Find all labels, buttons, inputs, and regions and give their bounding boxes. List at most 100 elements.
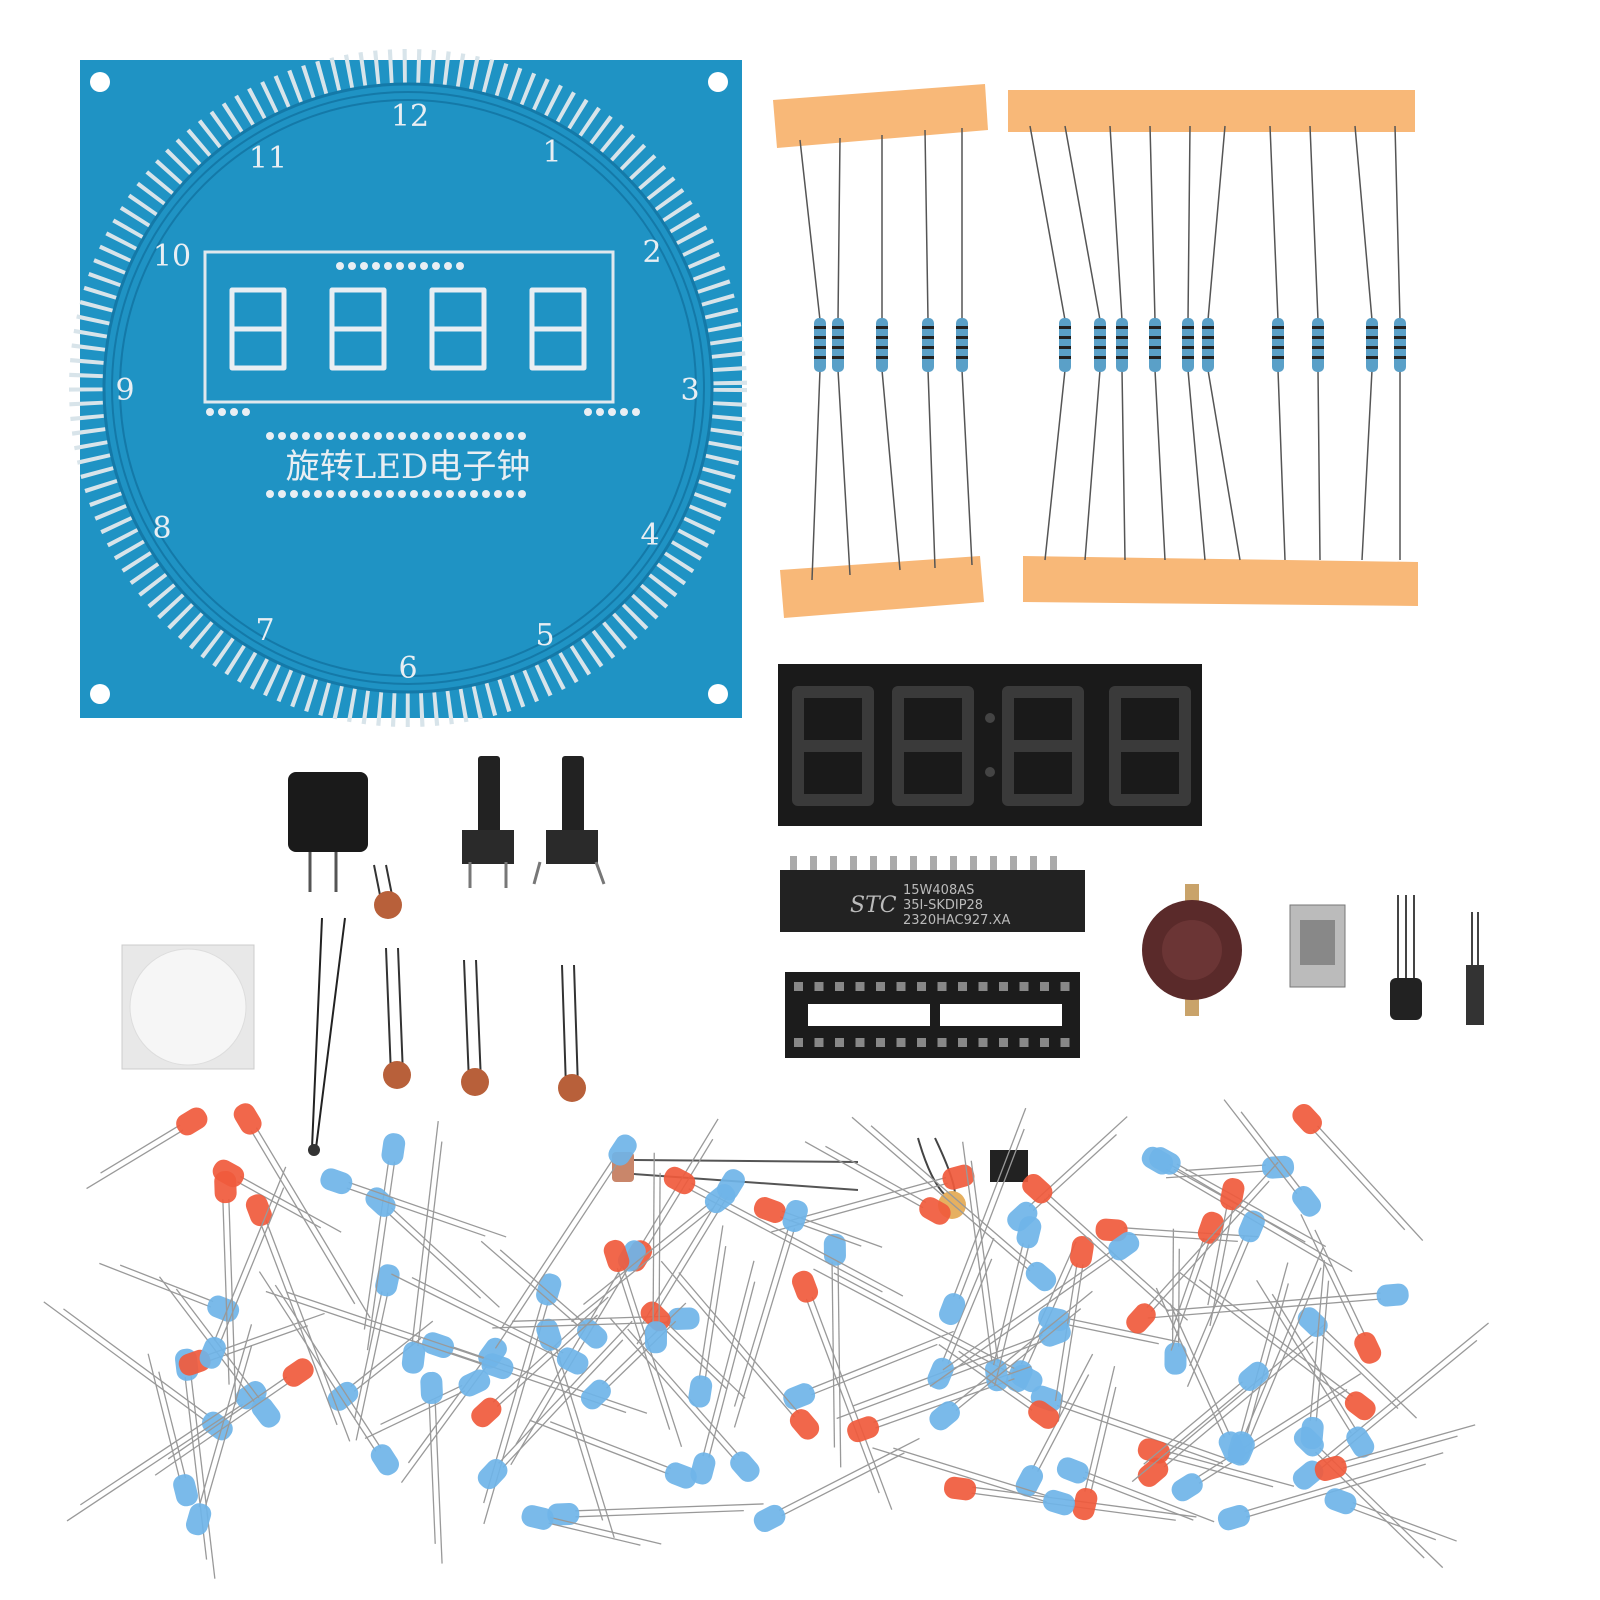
led-lead [1155,1287,1225,1438]
usb-connector [1289,904,1346,988]
solder-pad [432,262,440,270]
led-body [1108,1231,1140,1261]
red-led [791,1270,893,1510]
led-body [1238,1210,1265,1243]
red-led [233,1103,371,1319]
led-lead [1350,1507,1437,1541]
led-lead [158,1371,187,1479]
blue-led [363,1133,406,1351]
socket-pin [999,1038,1008,1047]
ceramic-capacitor [558,1074,586,1102]
solder-pad [456,262,464,270]
led-lead [1256,1279,1352,1434]
socket-pin [876,1038,885,1047]
resistor-band [1272,336,1284,339]
led-lead [286,1291,488,1361]
resistor-band [922,326,934,329]
led-body [1137,1438,1170,1464]
blue-led [175,1348,216,1579]
chip-pin [950,856,957,872]
resistor-lead [1269,125,1286,561]
led-lead [265,1290,486,1366]
led-lead [1163,1341,1314,1468]
blue-led [1227,1262,1289,1464]
led-body [939,1293,966,1326]
solder-pad [278,432,286,440]
solder-pad [242,408,250,416]
led-lead [222,1199,230,1385]
led-body [919,1197,951,1225]
led-lead [167,1376,287,1460]
led-lead [1179,1271,1350,1402]
blue-led [1147,1283,1409,1319]
solder-pad [608,408,616,416]
socket-pin [1040,982,1049,991]
led-body [608,1134,637,1166]
resistor-band [1272,326,1284,329]
solder-pad [470,490,478,498]
led-lead [1058,1399,1244,1466]
led-body [320,1168,353,1195]
solder-pad [338,490,346,498]
led-body [1171,1473,1203,1502]
blue-led [927,1237,995,1390]
resistor-band [1094,346,1106,349]
blue-led [733,1199,808,1428]
solder-pad [398,432,406,440]
resistor-strip-small [773,84,988,618]
led-body [1297,1307,1328,1337]
led-lead [825,1145,927,1204]
resistor-band [1116,346,1128,349]
led-lead [386,1211,482,1299]
eeprom-chip [990,1150,1028,1182]
led-lead [198,1324,253,1508]
led-lead [259,1222,338,1426]
resistor-lead [1064,125,1101,561]
resistor-band [1394,356,1406,359]
blue-led [929,1231,1140,1387]
led-body [1300,1416,1324,1450]
solder-pad [494,490,502,498]
led-lead [778,1437,920,1511]
resistor-band [1149,356,1161,359]
led-lead [496,1314,598,1408]
led-lead [548,1522,641,1546]
solder-pad [374,432,382,440]
solder-pad [374,490,382,498]
led-body [782,1199,808,1233]
ic-socket [785,972,1080,1058]
socket-pin [937,1038,947,1047]
blue-led [547,1503,764,1526]
socket-pin [855,1038,865,1047]
mount-hole [90,684,110,704]
chip-pin [1030,856,1037,872]
solder-pad [206,408,214,416]
segment-digit [792,686,874,806]
solder-pad [446,432,454,440]
led-lead [1239,1262,1289,1436]
segment-digit [529,287,587,371]
led-lead [781,1452,905,1517]
chip-pin [810,856,817,872]
led-lead [1166,1450,1295,1487]
led-lead [364,1390,466,1440]
led-body [690,1452,716,1485]
socket-pin [835,1038,844,1047]
led-lead [86,1129,184,1190]
solder-pad [518,490,526,498]
solder-pad [266,490,274,498]
led-lead [575,1509,744,1518]
led-body [245,1194,272,1227]
socket-pin [814,1038,824,1047]
blue-led [1030,1385,1244,1466]
segment-digit [892,686,974,806]
led-lead [1186,1238,1251,1388]
led-body [1042,1489,1076,1516]
led-body [1227,1431,1253,1464]
solder-pad [302,490,310,498]
chip-pin [970,856,977,872]
led-body [176,1107,208,1136]
resistor-band [832,346,844,349]
led-lead [346,1187,486,1237]
led-body [1344,1391,1376,1421]
